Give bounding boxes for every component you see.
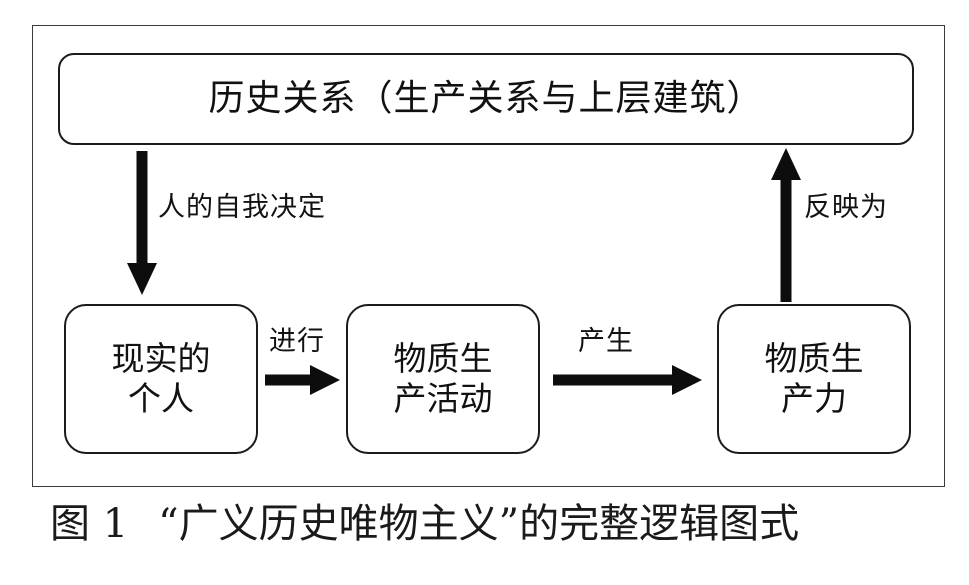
arrow-right-carry-out-icon bbox=[265, 363, 341, 397]
figure-caption: 图 1 “广义历史唯物主义”的完整逻辑图式 bbox=[50, 502, 940, 546]
arrow-right-produces-icon bbox=[553, 363, 703, 397]
figure-caption-text: “广义历史唯物主义”的完整逻辑图式 bbox=[158, 501, 800, 547]
node-material-productive-forces[interactable]: 物质生 产力 bbox=[717, 304, 911, 454]
node-real-individuals[interactable]: 现实的 个人 bbox=[64, 304, 258, 454]
figure-caption-number: 图 1 bbox=[50, 501, 129, 547]
diagram-frame: 历史关系（生产关系与上层建筑） 现实的 个人 物质生 产活动 物质生 产力 bbox=[32, 25, 945, 487]
edge-label-self-determination: 人的自我决定 bbox=[158, 192, 326, 223]
node-historical-relations-label: 历史关系（生产关系与上层建筑） bbox=[208, 78, 764, 120]
node-real-individuals-label: 现实的 个人 bbox=[111, 338, 211, 418]
node-material-production-activity[interactable]: 物质生 产活动 bbox=[346, 304, 540, 454]
edge-label-reflected-as: 反映为 bbox=[804, 192, 888, 223]
arrow-up-reflected-as-icon bbox=[769, 147, 803, 302]
edge-label-produces: 产生 bbox=[578, 326, 634, 357]
node-material-productive-forces-label: 物质生 产力 bbox=[764, 338, 864, 418]
arrow-down-self-determination-icon bbox=[125, 151, 159, 296]
edge-label-carry-out: 进行 bbox=[269, 326, 325, 357]
node-material-production-activity-label: 物质生 产活动 bbox=[393, 338, 493, 418]
node-historical-relations[interactable]: 历史关系（生产关系与上层建筑） bbox=[58, 53, 914, 145]
